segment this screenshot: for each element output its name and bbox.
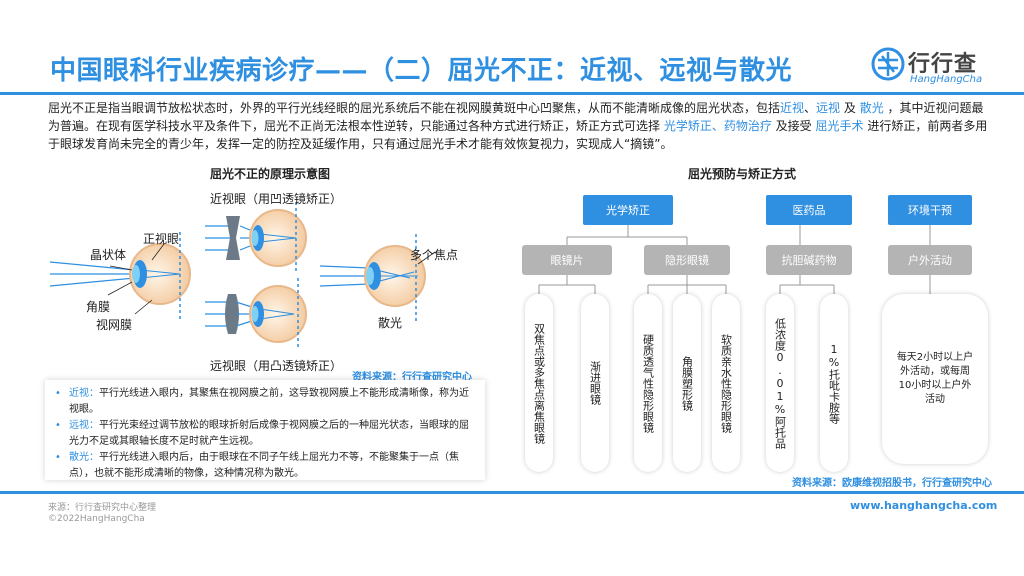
note-term: 远视： — [69, 420, 99, 431]
term-surgery: 屈光手术 — [815, 119, 864, 133]
label-cornea: 角膜 — [86, 300, 111, 314]
footer-divider — [0, 491, 1024, 494]
note-myopia: • 近视：平行光线进入眼内，其聚焦在视网膜之前，这导致视网膜上不能形成清晰像，称… — [55, 386, 475, 418]
category-optical: 光学矫正 — [583, 195, 673, 225]
note-text: 平行光线进入眼内后，由于眼球在不同子午线上屈光力不等，不能聚集于一点（焦点），也… — [69, 452, 459, 479]
definitions-box: • 近视：平行光线进入眼内，其聚焦在视网膜之前，这导致视网膜上不能形成清晰像，称… — [45, 380, 485, 480]
footer-source: 来源：行行查研究中心整理 — [48, 503, 157, 513]
leaf-atropine: 低浓度0.01%阿托品 — [766, 294, 794, 472]
subcategory-contact-lens: 隐形眼镜 — [644, 245, 730, 275]
term-optical-drug: 光学矫正、药物治疗 — [663, 119, 772, 133]
leaf-progressive: 渐进眼镜 — [581, 294, 609, 472]
footer-copyright: ©2022HangHangCha — [48, 514, 145, 524]
myopia-eye-diagram — [205, 202, 307, 274]
refraction-schematic — [49, 202, 436, 350]
bullet-icon: • — [55, 388, 61, 399]
normal-eye-diagram — [49, 232, 191, 322]
leaf-text: 双焦点或多焦点离焦眼镜 — [532, 322, 546, 444]
leaf-ortho-k: 角膜塑形镜 — [673, 294, 701, 472]
leaf-rgp: 硬质透气性隐形眼镜 — [634, 294, 662, 472]
bullet-icon: • — [55, 420, 61, 431]
logo-globe-icon — [871, 47, 905, 81]
intro-text: 及接受 — [771, 119, 816, 133]
left-subtitle: 屈光不正的原理示意图 — [209, 167, 330, 181]
intro-text: ，其中近视问题最为普遍。在现有医学科技水平及条件下，屈光不正尚无法根本性逆转，只… — [48, 101, 984, 133]
bullet-icon: • — [55, 452, 61, 463]
right-source: 资料来源：欧康维视招股书，行行查研究中心 — [792, 478, 992, 489]
logo-text: 行行查 — [908, 52, 978, 77]
label-retina: 视网膜 — [96, 318, 133, 332]
intro-paragraph: 屈光不正是指当眼调节放松状态时，外界的平行光线经眼的屈光系统后不能在视网膜黄斑中… — [48, 99, 988, 153]
leaf-text: 软质亲水性隐形眼镜 — [719, 333, 733, 433]
category-drug: 医药品 — [766, 195, 852, 225]
logo-subtext: HangHangCha — [910, 74, 983, 85]
leaf-text: 硬质透气性隐形眼镜 — [641, 333, 655, 433]
tree-connectors — [538, 225, 931, 295]
term-hyperopia: 远视 — [816, 101, 841, 115]
astigmatism-eye-diagram — [319, 234, 436, 322]
leaf-bifocal: 双焦点或多焦点离焦眼镜 — [525, 294, 553, 472]
header-divider — [0, 92, 1024, 95]
note-text: 平行光线进入眼内，其聚焦在视网膜之前，这导致视网膜上不能形成清晰像，称为近视眼。 — [69, 388, 469, 415]
brand-logo: 行行查 HangHangCha — [870, 44, 990, 90]
leaf-outdoor-detail: 每天2小时以上户外活动，或每周10小时以上户外活动 — [882, 294, 988, 464]
left-source: 资料来源：行行查研究中心 — [352, 372, 472, 383]
subcategory-glasses: 眼镜片 — [522, 245, 612, 275]
leaf-tropicamide: 1%托吡卡胺等 — [820, 294, 848, 472]
label-astigmatism: 散光 — [378, 316, 403, 330]
label-lens: 晶状体 — [90, 248, 127, 262]
note-text: 平行光束经过调节放松的眼球折射后成像于视网膜之后的一种屈光状态，当眼球的屈光力不… — [69, 420, 469, 447]
subcategory-outdoor: 户外活动 — [888, 245, 972, 275]
intro-sep: 、 — [804, 101, 817, 115]
label-multi-focus: 多个焦点 — [410, 248, 459, 262]
note-astigmatism: • 散光：平行光线进入眼内后，由于眼球在不同子午线上屈光力不等，不能聚集于一点（… — [55, 450, 475, 482]
category-environment: 环境干预 — [888, 195, 972, 225]
note-term: 散光： — [69, 452, 99, 463]
intro-text: 进行矫正，前两者多用于眼球发育尚未完全的青少年，发挥一定的防控及延缓作用，只有通… — [48, 119, 988, 151]
term-myopia: 近视 — [780, 101, 805, 115]
label-myopia: 近视眼（用凹透镜矫正） — [210, 192, 343, 206]
page-title: 中国眼科行业疾病诊疗——（二）屈光不正：近视、远视与散光 — [50, 56, 793, 86]
leaf-text: 低浓度0.01%阿托品 — [773, 317, 787, 449]
footer-url[interactable]: www.hanghangcha.com — [850, 499, 998, 512]
leaf-soft-lens: 软质亲水性隐形眼镜 — [712, 294, 740, 472]
label-normal-eye: 正视眼 — [143, 232, 180, 246]
label-hyperopia: 远视眼（用凸透镜矫正） — [210, 359, 343, 373]
note-hyperopia: • 远视：平行光束经过调节放松的眼球折射后成像于视网膜之后的一种屈光状态，当眼球… — [55, 418, 475, 450]
subcategory-anticholinergic: 抗胆碱药物 — [766, 245, 852, 275]
note-term: 近视： — [69, 388, 99, 399]
term-astigmatism: 散光 — [859, 101, 884, 115]
leaf-text: 角膜塑形镜 — [680, 355, 694, 411]
intro-sep: 及 — [840, 101, 860, 115]
intro-text: 屈光不正是指当眼调节放松状态时，外界的平行光线经眼的屈光系统后不能在视网膜黄斑中… — [48, 101, 781, 115]
right-subtitle: 屈光预防与矫正方式 — [687, 167, 796, 181]
hyperopia-eye-diagram — [205, 278, 307, 350]
leaf-text: 渐进眼镜 — [588, 361, 602, 405]
leaf-text: 1%托吡卡胺等 — [827, 342, 841, 424]
